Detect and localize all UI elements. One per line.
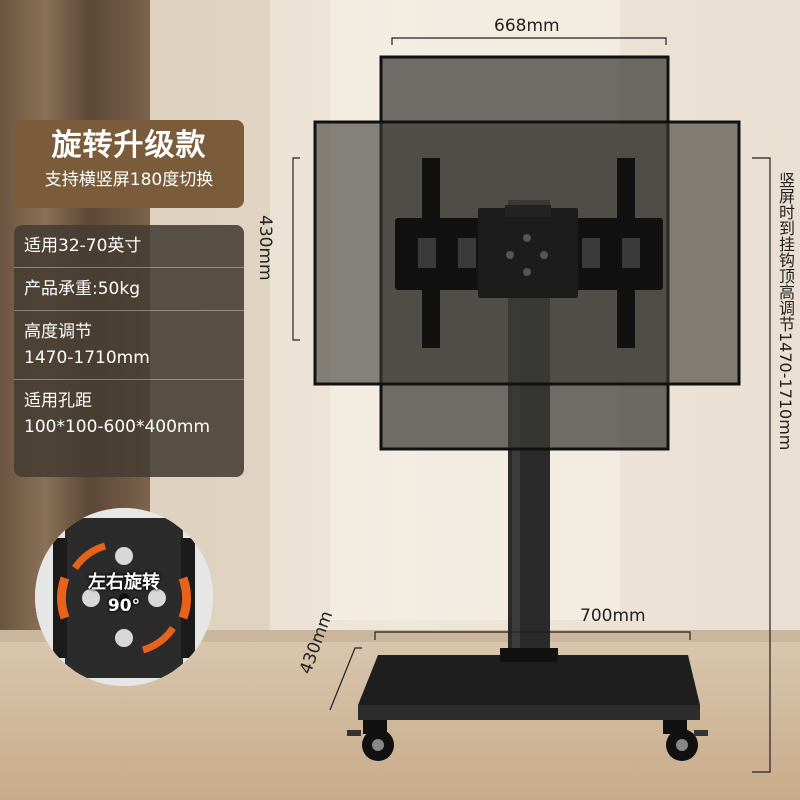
dim-line-base-depth <box>329 647 362 711</box>
dim-line-top-width <box>391 37 667 45</box>
rotation-label: 左右旋转 <box>88 572 160 593</box>
dim-line-base-width <box>374 631 691 640</box>
rotation-detail-inset: 左右旋转 90° <box>35 508 213 686</box>
spec-panel: 适用32-70英寸 产品承重:50kg 高度调节 1470-1710mm 适用孔… <box>14 225 244 477</box>
vesa-bracket <box>395 158 663 348</box>
spec-label: 产品承重:50kg <box>24 279 140 299</box>
dim-label-total-height: 竖屏时到挂钩顶高调节1470-1710mm <box>776 172 795 451</box>
dim-line-screen-height <box>292 157 300 341</box>
spec-item-height: 高度调节 1470-1710mm <box>14 311 244 380</box>
spec-label: 适用孔距 <box>24 391 92 411</box>
spec-label: 高度调节 <box>24 322 92 342</box>
title-main: 旋转升级款 <box>51 128 207 163</box>
spec-item-vesa: 适用孔距 100*100-600*400mm <box>14 380 244 448</box>
spec-value: 100*100-600*400mm <box>24 417 211 437</box>
dim-label-top-width: 668mm <box>494 16 560 36</box>
spec-item-load: 产品承重:50kg <box>14 268 244 311</box>
spec-label: 适用32-70英寸 <box>24 236 142 256</box>
dimension-lines <box>292 37 771 773</box>
dim-label-screen-height: 430mm <box>255 215 275 281</box>
title-subtitle: 支持横竖屏180度切换 <box>44 170 214 190</box>
caster-wheels <box>347 720 708 761</box>
dim-label-base-width: 700mm <box>580 606 646 626</box>
dim-line-total-height <box>752 157 771 773</box>
stand-base <box>358 648 700 720</box>
spec-item-size: 适用32-70英寸 <box>14 225 244 268</box>
title-badge: 旋转升级款 支持横竖屏180度切换 <box>14 120 244 208</box>
rotation-degrees: 90° <box>107 596 141 616</box>
spec-value: 1470-1710mm <box>24 348 150 368</box>
